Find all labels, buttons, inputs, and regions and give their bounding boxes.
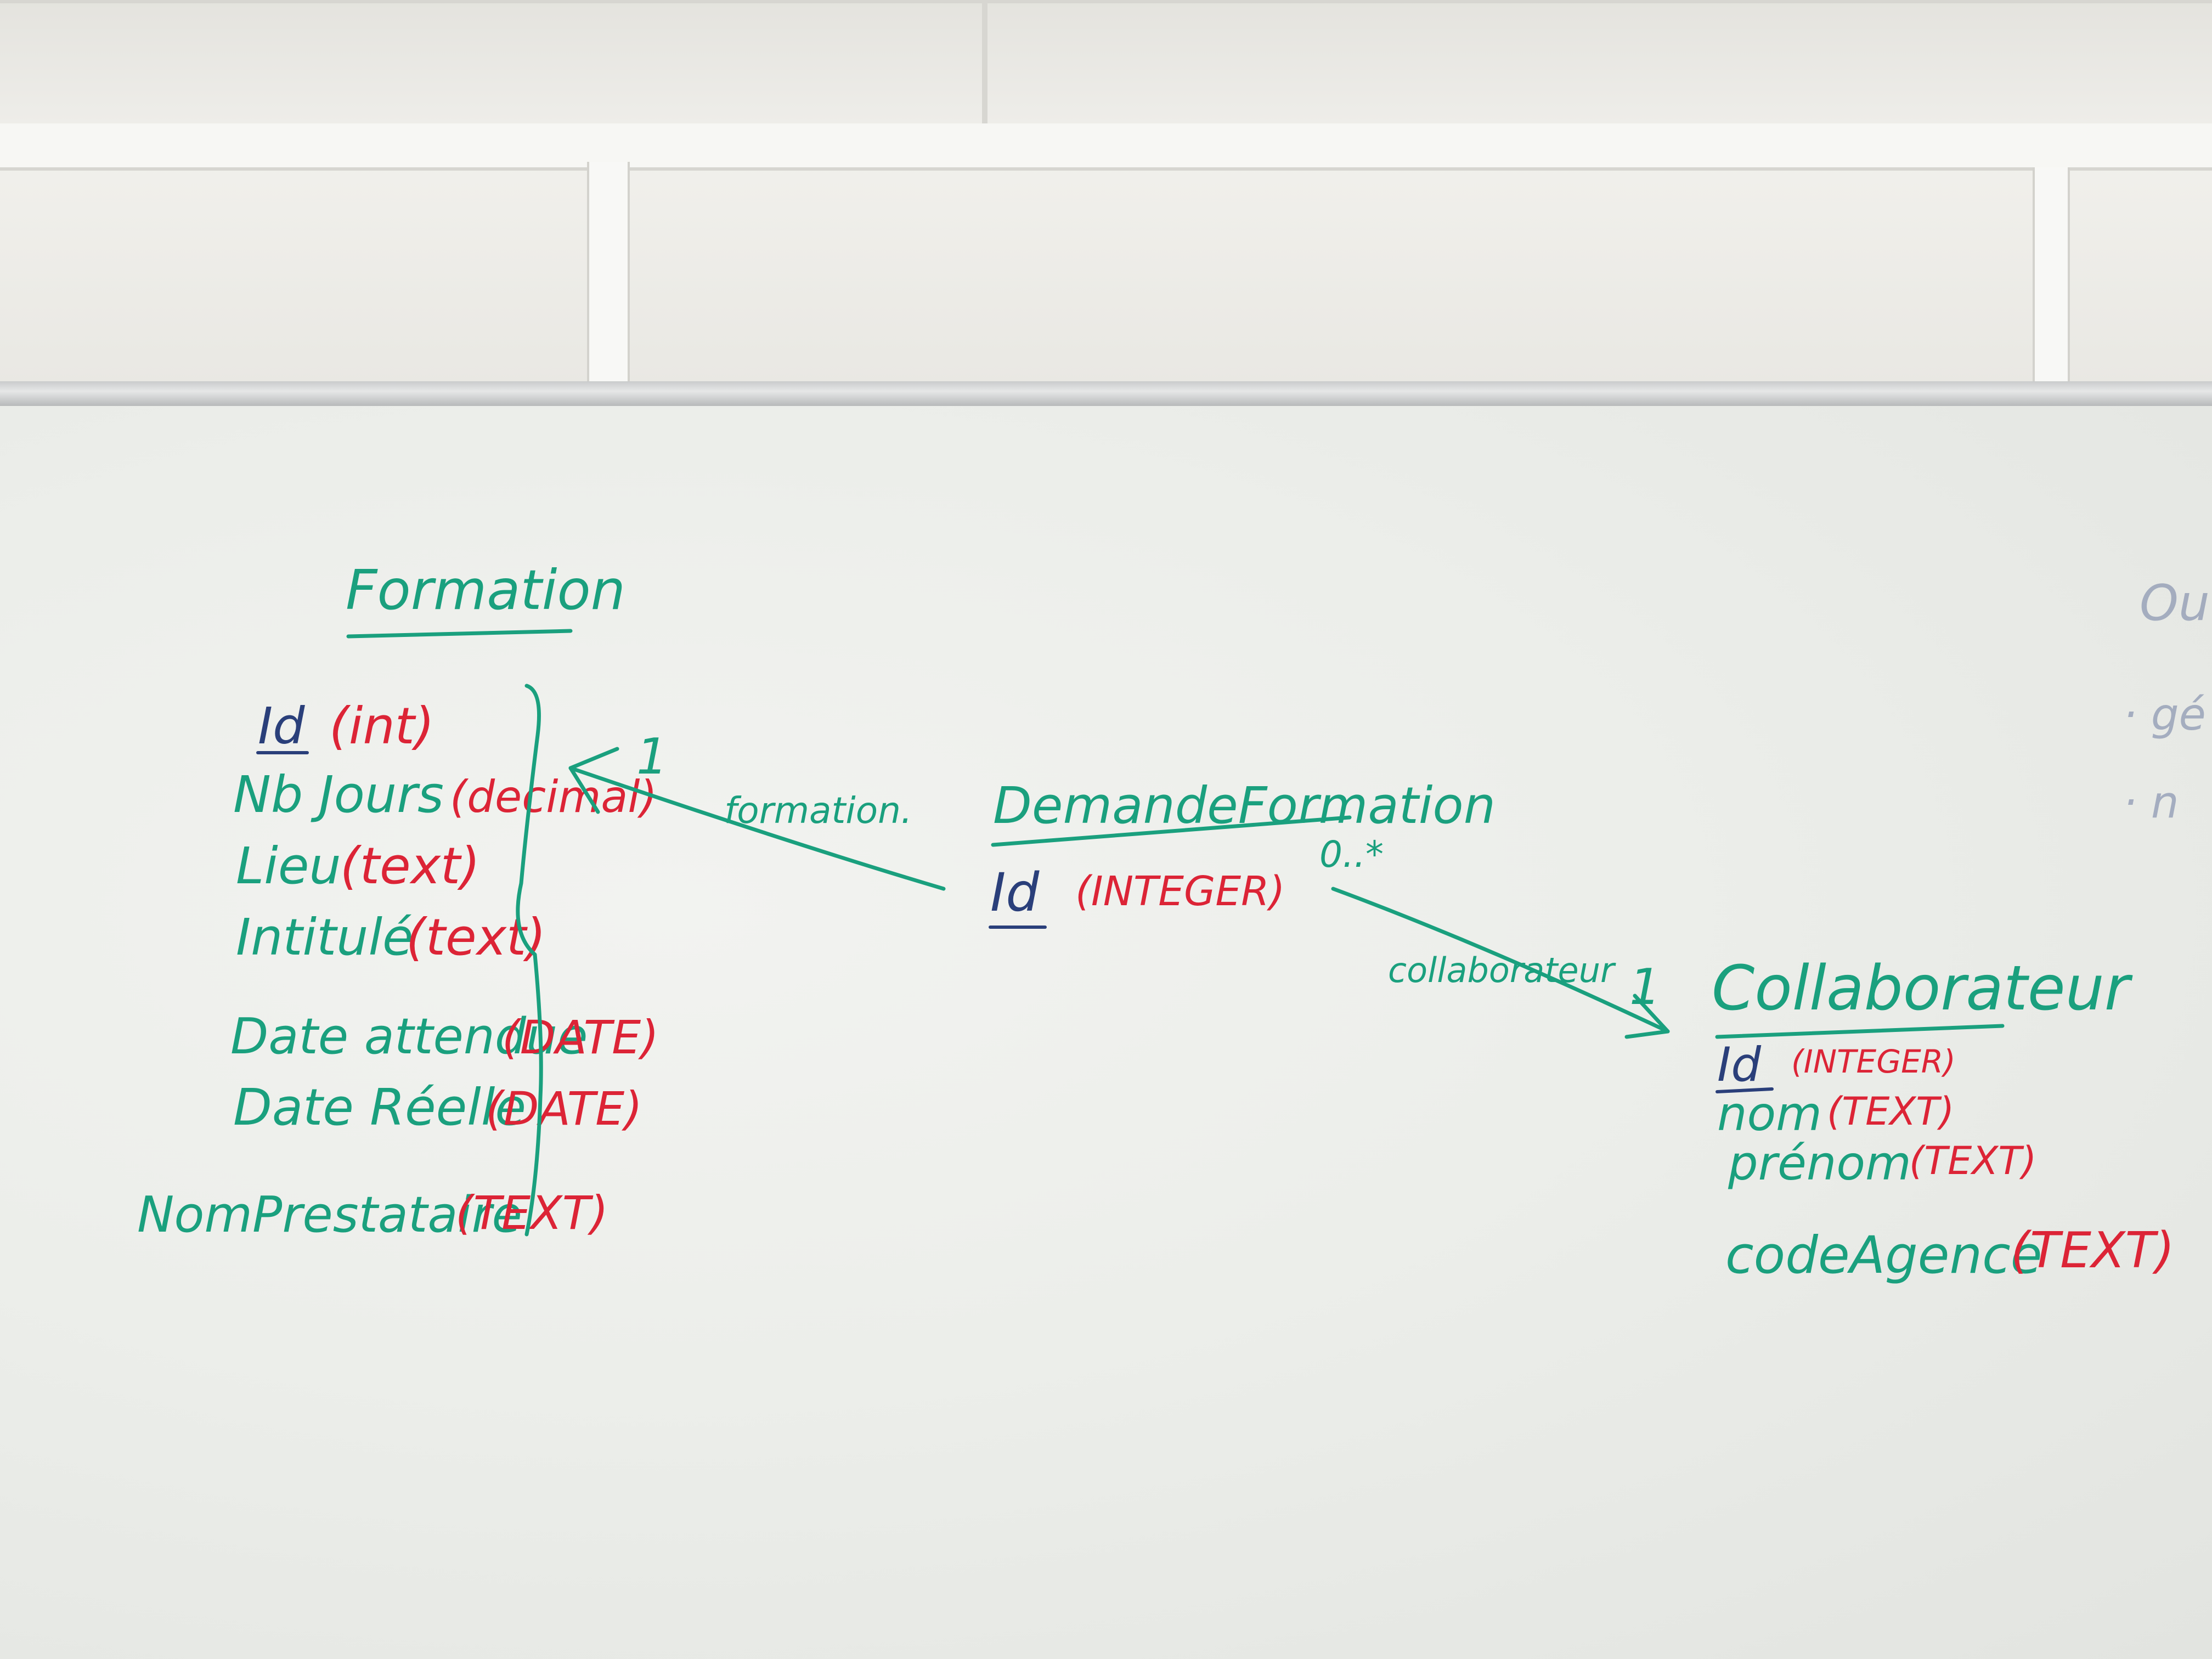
collaborateur-field-name: nom [1717,1087,1822,1142]
edge-note: · n [2123,777,2179,828]
formation-arrowhead [568,747,619,814]
formation-multiplicity: 1 [636,728,668,786]
edge-note: Ou [2140,574,2210,632]
formation-bracket [516,684,543,1237]
ceiling [0,0,2212,123]
formation-field-type: (text) [340,837,480,895]
collaborateur-field-type: (INTEGER) [1791,1043,1956,1080]
formation-title-underline [346,629,573,639]
collaborateur-field-name: prénom [1728,1136,1911,1191]
collaborateur-association-label: collaborateur [1388,950,1616,990]
formation-field: Intitulé (text) [236,908,546,967]
collaborateur-field: Id (INTEGER) [1717,1037,1956,1092]
formation-field-name: Date attendue [230,1008,588,1065]
formation-field: Lieu (text) [236,837,480,895]
formation-field-name: Id [258,697,305,755]
collaborateur-field-name: codeAgence [1725,1226,2042,1285]
formation-field-name: Intitulé [236,908,414,967]
demande-formation-field-name: Id [990,862,1040,923]
edge-note: · gé [2123,689,2206,740]
formation-field: Id (int) [258,697,435,755]
collaborateur-target-multiplicity: 1 [1629,958,1661,1016]
primary-key-underline [1716,1087,1774,1093]
collaborateur-source-multiplicity: 0..* [1319,833,1384,876]
formation-field: Nb Jours (decimal) [233,765,657,824]
formation-field: NomPrestataire (TEXT) [137,1186,608,1244]
faded-edge-notes: Ou · gé · n [2123,574,2210,828]
formation-field-name: Date Réelle [233,1078,526,1137]
formation-field-type: (DATE) [486,1082,642,1136]
collaborateur-field-type: (TEXT) [1909,1138,2036,1183]
wall-post [2033,167,2070,381]
ceiling-grid-line [0,0,2212,3]
whiteboard-tray [0,381,2212,406]
formation-field-name: NomPrestataire [137,1186,522,1244]
wall-post [587,162,630,381]
collaborateur-association-line [1331,887,1670,1034]
collaborateur-field: prénom (TEXT) [1728,1136,2036,1191]
formation-field: Date attendue (DATE) [230,1008,659,1065]
collaborateur-field-type: (TEXT) [2011,1222,2175,1279]
formation-field-name: Nb Jours [233,765,444,824]
collaborateur-title-underline [1715,1024,2005,1039]
ceiling-grid-line [982,0,988,123]
formation-field: Date Réelle (DATE) [233,1078,642,1137]
formation-field-type: (DATE) [502,1011,659,1064]
formation-association-label: formation. [724,789,912,832]
collaborateur-arrowhead [1624,994,1670,1039]
wall-rail [0,123,2212,171]
formation-title: Formation [346,558,625,622]
formation-field-type: (int) [329,697,435,755]
formation-field-name: Lieu [236,837,341,895]
demande-formation-field: Id (INTEGER) [990,862,1285,923]
formation-field-type: (decimal) [450,771,657,822]
collaborateur-field: codeAgence (TEXT) [1725,1222,2175,1285]
collaborateur-field: nom (TEXT) [1717,1087,1954,1142]
collaborateur-field-name: Id [1717,1037,1761,1092]
collaborateur-title: Collaborateur [1712,953,2133,1024]
collaborateur-field-type: (TEXT) [1827,1089,1954,1134]
formation-field-type: (text) [406,908,546,967]
demande-formation-title-underline [991,815,1352,847]
demande-formation-field-type: (INTEGER) [1075,868,1285,915]
formation-association-line [568,766,946,891]
